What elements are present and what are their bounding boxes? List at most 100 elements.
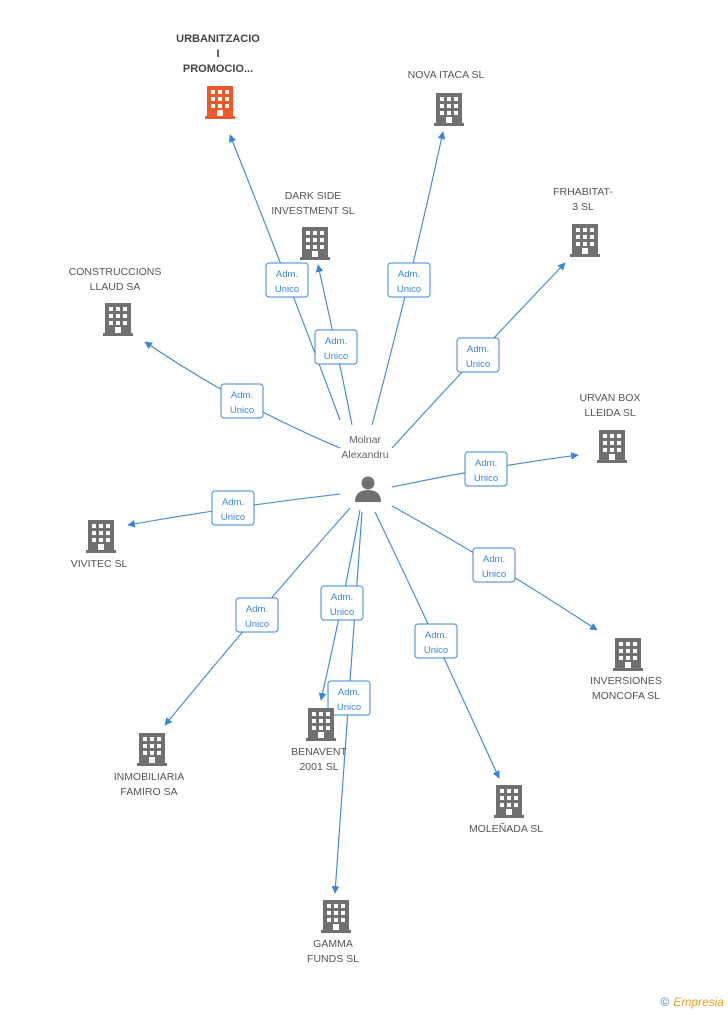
company-node-molenada[interactable]: MOLEÑADA SL [469, 785, 543, 835]
edge-label-text: Unico [337, 702, 361, 713]
edge-label-box [320, 585, 364, 621]
building-icon[interactable] [103, 303, 133, 336]
building-icon[interactable] [570, 224, 600, 257]
edge-label-text: Adm. [331, 592, 353, 603]
company-node-benavent[interactable]: BENAVENT 2001 SL [291, 708, 347, 773]
edge-label-urvan-box[interactable]: Adm. Unico [464, 451, 508, 487]
company-node-construccions[interactable]: CONSTRUCCIONS LLAUD SA [69, 266, 162, 336]
edge-label-nova-itaca[interactable]: Adm. Unico [387, 262, 431, 298]
building-icon[interactable] [321, 900, 351, 933]
edges-layer: Adm.UnicoAdm.UnicoAdm.UnicoAdm.UnicoAdm.… [127, 131, 598, 894]
edge-label-box [327, 680, 371, 716]
edge-label-text: Unico [324, 351, 348, 362]
edge-label-gamma[interactable]: Adm.Unico [327, 680, 371, 716]
edge-label-box [314, 329, 358, 365]
company-node-inversiones[interactable]: INVERSIONES MONCOFA SL [590, 638, 662, 702]
edge-label-text: Unico [230, 405, 254, 416]
person-head [361, 476, 375, 490]
edge-label-text: Unico [466, 359, 490, 370]
edge-label-text: Adm. [483, 554, 505, 565]
person-icon[interactable] [355, 476, 381, 503]
company-node-dark-side[interactable]: DARK SIDE INVESTMENT SL [271, 190, 355, 260]
edge-label-box [414, 623, 458, 659]
company-label[interactable]: GAMMA [313, 938, 353, 950]
edge-label-text: Adm. [475, 458, 497, 469]
building-icon[interactable] [494, 785, 524, 818]
edge-label-text: Adm. [325, 336, 347, 347]
edge-label-text: Adm. [398, 269, 420, 280]
edge-label-frhabitat[interactable]: Adm. Unico [456, 337, 500, 373]
edge-label-construccions[interactable]: Adm. Unico [220, 383, 264, 419]
edge-label-box [464, 451, 508, 487]
company-label[interactable]: I [216, 48, 219, 60]
edge-label-text: Adm. [231, 390, 253, 401]
edge-label-inversiones[interactable]: Adm. Unico [472, 547, 516, 583]
company-label[interactable]: BENAVENT [291, 746, 347, 758]
edge-label-text: Unico [330, 607, 354, 618]
edge-label-urbanitzacio[interactable]: Adm.Unico [265, 262, 309, 298]
edge-label-molenada[interactable]: Adm. Unico [414, 623, 458, 659]
building-icon[interactable] [86, 520, 116, 553]
edge-label-box [387, 262, 431, 298]
company-label[interactable]: URBANITZACIO [176, 33, 260, 45]
edge-label-text: Unico [397, 284, 421, 295]
edge-label-text: Unico [474, 473, 498, 484]
building-icon[interactable] [205, 86, 235, 119]
copyright-symbol: © [660, 995, 670, 1009]
nodes-layer: URBANITZACIO I PROMOCIO... NOVA ITACA SL DAR… [69, 33, 662, 965]
person-body [355, 490, 381, 502]
company-label[interactable]: INMOBILIARIA [114, 771, 185, 783]
company-node-urbanitzacio[interactable]: URBANITZACIO I PROMOCIO... [176, 33, 260, 119]
company-label[interactable]: INVESTMENT SL [271, 205, 354, 217]
person-name-line[interactable]: Molnar [349, 434, 382, 446]
building-icon[interactable] [613, 638, 643, 671]
company-label[interactable]: MONCOFA SL [592, 690, 660, 702]
edge-label-text: Unico [482, 569, 506, 580]
building-icon[interactable] [137, 733, 167, 766]
footer-brand[interactable]: ©Empresia [660, 995, 724, 1009]
edge-label-text: Adm. [246, 604, 268, 615]
edge-label-text: Unico [221, 512, 245, 523]
edge-label-dark-side[interactable]: Adm. Unico [314, 329, 358, 365]
building-icon[interactable] [306, 708, 336, 741]
person-name-line[interactable]: Alexandru [341, 449, 388, 461]
company-node-urvan-box[interactable]: URVAN BOX LLEIDA SL [580, 392, 641, 463]
edge-label-text: Adm. [467, 344, 489, 355]
edge-label-box [211, 490, 255, 526]
company-node-frhabitat[interactable]: FRHABITAT- 3 SL [553, 186, 613, 257]
company-node-nova-itaca[interactable]: NOVA ITACA SL [408, 69, 485, 126]
company-label[interactable]: LLAUD SA [90, 281, 141, 293]
edge-label-text: Adm. [276, 269, 298, 280]
edge-label-text: Unico [245, 619, 269, 630]
company-label[interactable]: 3 SL [572, 201, 594, 213]
edge-label-text: Adm. [425, 630, 447, 641]
brand-name: Empresia [673, 995, 724, 1009]
company-node-gamma[interactable]: GAMMA FUNDS SL [307, 900, 359, 965]
edge-label-text: Unico [424, 645, 448, 656]
company-label[interactable]: INVERSIONES [590, 675, 662, 687]
company-label[interactable]: PROMOCIO... [183, 63, 253, 75]
edge-label-inmobiliaria[interactable]: Adm. Unico [235, 597, 279, 633]
company-label[interactable]: NOVA ITACA SL [408, 69, 485, 81]
company-label[interactable]: CONSTRUCCIONS [69, 266, 162, 278]
company-label[interactable]: FRHABITAT- [553, 186, 613, 198]
company-label[interactable]: FUNDS SL [307, 953, 359, 965]
edge-label-box [472, 547, 516, 583]
company-node-vivitec[interactable]: VIVITEC SL [71, 520, 128, 570]
company-node-inmobiliaria[interactable]: INMOBILIARIA FAMIRO SA [114, 733, 185, 798]
company-label[interactable]: VIVITEC SL [71, 558, 128, 570]
building-icon[interactable] [434, 93, 464, 126]
building-icon[interactable] [597, 430, 627, 463]
edge-label-vivitec[interactable]: Adm.Unico [211, 490, 255, 526]
edge-label-benavent[interactable]: Adm. Unico [320, 585, 364, 621]
company-label[interactable]: MOLEÑADA SL [469, 822, 543, 835]
company-label[interactable]: LLEIDA SL [584, 407, 636, 419]
company-label[interactable]: DARK SIDE [285, 190, 342, 202]
edge-label-box [456, 337, 500, 373]
company-label[interactable]: URVAN BOX [580, 392, 641, 404]
company-label[interactable]: FAMIRO SA [120, 786, 177, 798]
building-icon[interactable] [300, 227, 330, 260]
company-label[interactable]: 2001 SL [299, 761, 338, 773]
